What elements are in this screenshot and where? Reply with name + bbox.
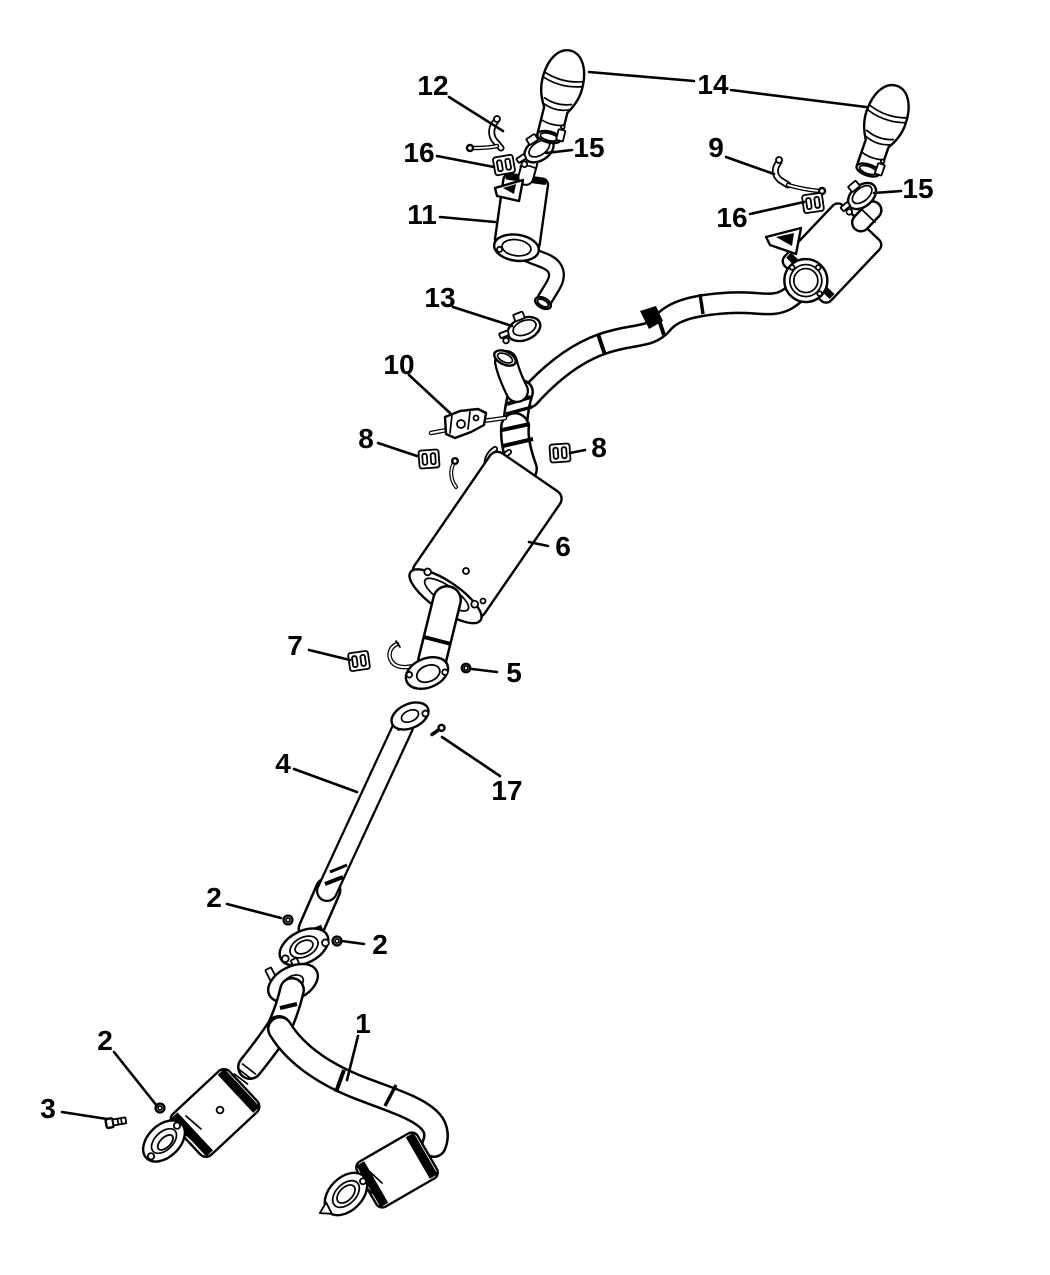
leader-16-left	[435, 154, 496, 169]
cat-right-inlet-flange	[318, 1171, 369, 1217]
tailpipe-tip-left	[536, 49, 586, 145]
insulator-7	[347, 650, 371, 672]
callout-16-left: 16	[403, 137, 434, 168]
tailpipe-tip-right	[855, 83, 910, 178]
callout-11: 11	[407, 199, 437, 230]
clamp-15-right	[839, 180, 878, 216]
leader-14-right	[729, 88, 868, 109]
muffler-left-hanger-bracket	[493, 178, 525, 203]
callout-9: 9	[708, 132, 724, 163]
leader-7	[307, 648, 352, 662]
crossover-pipe	[517, 274, 813, 409]
leader-14-left	[587, 70, 696, 83]
callout-4: 4	[275, 748, 291, 779]
bolt-17	[430, 723, 446, 737]
leader-2-top	[225, 902, 283, 920]
callout-2-right: 2	[372, 929, 388, 960]
leader-10	[407, 373, 452, 415]
callout-3: 3	[40, 1093, 56, 1124]
pipe-4-flange	[390, 701, 430, 731]
nut-2-right	[331, 935, 343, 947]
spot-weld	[215, 1105, 225, 1115]
callout-13: 13	[424, 282, 455, 313]
callout-15-left: 15	[573, 132, 604, 163]
cat-left-inlet-flange	[141, 1119, 187, 1163]
extension-pipe-4	[297, 716, 414, 943]
muffler-right	[781, 200, 883, 304]
callout-8-left: 8	[358, 423, 374, 454]
insulator-8-left	[417, 448, 441, 470]
callout-7: 7	[287, 630, 303, 661]
leader-1	[345, 1034, 360, 1082]
leader-13	[451, 305, 514, 328]
y-pipe-right-branch	[267, 1016, 449, 1158]
insulator-16-right	[801, 192, 825, 214]
muffler-right-hanger-bracket	[764, 226, 803, 256]
muffler-6-hanger-rod-top	[449, 457, 460, 489]
leader-lines	[60, 70, 903, 1121]
callout-15-right: 15	[902, 173, 933, 204]
leader-2-right	[340, 939, 366, 946]
leader-15-left	[544, 148, 574, 155]
muffler-6-outlet-flange	[404, 656, 450, 690]
flange-gasket	[278, 927, 330, 967]
leader-2-bottom	[112, 1050, 159, 1108]
callout-14: 14	[697, 69, 729, 100]
callout-8-right: 8	[591, 432, 607, 463]
clamp-13	[498, 310, 542, 345]
y-branch-stub	[493, 349, 529, 403]
callout-6: 6	[555, 531, 571, 562]
callout-1: 1	[355, 1008, 371, 1039]
leader-17	[440, 735, 502, 778]
callout-17: 17	[491, 775, 522, 806]
insulator-8-right	[548, 442, 572, 464]
spot-weld	[479, 597, 487, 605]
leader-15-right	[872, 189, 903, 195]
muffler-6-outlet	[417, 585, 462, 676]
callout-12: 12	[417, 70, 448, 101]
callout-5: 5	[506, 657, 522, 688]
callout-labels: 12 16 15 14 9 15 16 11 13 10 8 8 6 7 5 4…	[40, 69, 933, 1124]
callout-2-bottom: 2	[97, 1025, 113, 1056]
leader-5	[470, 667, 499, 674]
leader-6	[527, 540, 550, 548]
leader-8-right	[568, 448, 587, 455]
leader-16-right	[748, 200, 806, 216]
leader-11	[438, 215, 497, 224]
callout-10: 10	[383, 349, 414, 380]
leader-8-left	[376, 441, 419, 458]
leader-3	[60, 1110, 109, 1121]
leader-4	[292, 767, 359, 794]
insulator-16-left	[492, 153, 516, 177]
hanger-bracket-12	[465, 115, 505, 153]
spot-weld	[462, 567, 470, 575]
support-bracket-10	[428, 407, 508, 440]
bolt-3	[104, 1116, 128, 1130]
nut-5	[460, 662, 472, 674]
leader-9	[724, 155, 776, 176]
callout-16-right: 16	[716, 202, 747, 233]
nut-2-top	[282, 914, 294, 926]
leader-12	[447, 95, 505, 133]
hanger-bracket-9	[771, 156, 827, 196]
callout-2-top: 2	[206, 882, 222, 913]
muffler-6	[408, 450, 563, 625]
